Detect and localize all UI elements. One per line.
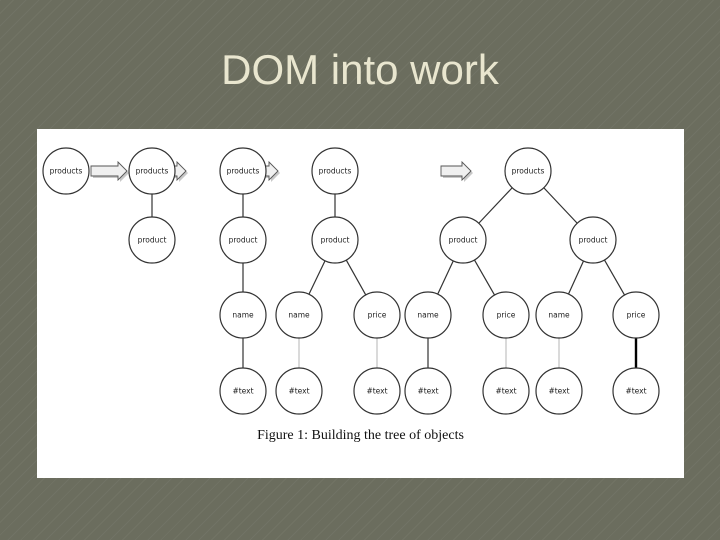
node-label: price [627, 311, 646, 320]
node-label: products [227, 167, 260, 176]
node-label: name [232, 311, 254, 320]
node-label: #text [288, 387, 309, 396]
node-label: name [417, 311, 439, 320]
nodes-layer: products products product products product na… [42, 147, 660, 415]
tree-node-s5-text4: #text [612, 367, 660, 415]
tree-node-s4-price: price [353, 291, 401, 339]
node-label: products [512, 167, 545, 176]
node-circle [311, 147, 359, 195]
node-circle [353, 291, 401, 339]
tree-node-s5-product1: product [439, 216, 487, 264]
node-circle [535, 291, 583, 339]
node-label: product [449, 236, 478, 245]
tree-node-s5-text1: #text [404, 367, 452, 415]
tree-node-s3-text: #text [219, 367, 267, 415]
dom-tree-diagram: products products product products product na… [42, 147, 660, 415]
node-circle [219, 147, 267, 195]
slide-title: DOM into work [221, 46, 499, 93]
node-label: name [548, 311, 570, 320]
node-circle [128, 147, 176, 195]
node-label: #text [625, 387, 646, 396]
tree-edge [478, 187, 513, 224]
node-circle [404, 291, 452, 339]
node-circle [128, 216, 176, 264]
node-label: #text [495, 387, 516, 396]
tree-edge [567, 260, 585, 295]
node-circle [535, 367, 583, 415]
tree-edge [603, 259, 626, 296]
node-label: #text [232, 387, 253, 396]
dom-tree-figure: products products product products product na… [37, 129, 684, 478]
node-circle [404, 367, 452, 415]
node-label: #text [417, 387, 438, 396]
tree-edge [437, 260, 454, 295]
node-circle [42, 147, 90, 195]
tree-node-s2-product: product [128, 216, 176, 264]
node-circle [504, 147, 552, 195]
node-circle [612, 291, 660, 339]
tree-edge [345, 259, 367, 296]
tree-node-s5-name2: name [535, 291, 583, 339]
node-label: #text [548, 387, 569, 396]
node-circle [219, 291, 267, 339]
node-label: products [136, 167, 169, 176]
node-circle [353, 367, 401, 415]
tree-edge [473, 259, 496, 296]
figure-caption: Figure 1: Building the tree of objects [257, 428, 464, 443]
node-circle [569, 216, 617, 264]
node-label: name [288, 311, 310, 320]
node-label: #text [366, 387, 387, 396]
tree-node-s5-price1: price [482, 291, 530, 339]
tree-edge [308, 260, 326, 295]
node-circle [612, 367, 660, 415]
tree-node-s5-name1: name [404, 291, 452, 339]
node-label: product [229, 236, 258, 245]
node-label: products [319, 167, 352, 176]
node-circle [219, 367, 267, 415]
tree-node-s4-products: products [311, 147, 359, 195]
node-label: price [497, 311, 516, 320]
node-circle [275, 367, 323, 415]
node-circle [482, 291, 530, 339]
node-circle [275, 291, 323, 339]
node-label: product [321, 236, 350, 245]
tree-edge [543, 187, 578, 224]
tree-node-s3-product: product [219, 216, 267, 264]
step-arrow-icon [90, 160, 129, 182]
node-label: product [138, 236, 167, 245]
tree-node-s4-text2: #text [353, 367, 401, 415]
tree-node-s5-product2: product [569, 216, 617, 264]
tree-node-s3-name: name [219, 291, 267, 339]
node-circle [311, 216, 359, 264]
tree-node-s5-text2: #text [482, 367, 530, 415]
node-label: product [579, 236, 608, 245]
node-label: price [368, 311, 387, 320]
tree-node-s5-price2: price [612, 291, 660, 339]
node-label: products [50, 167, 83, 176]
node-circle [482, 367, 530, 415]
tree-node-s5-products: products [504, 147, 552, 195]
tree-node-s2-products: products [128, 147, 176, 195]
tree-node-s5-text3: #text [535, 367, 583, 415]
node-circle [439, 216, 487, 264]
step-arrow-icon [440, 160, 473, 182]
tree-node-s3-products: products [219, 147, 267, 195]
tree-node-s4-product: product [311, 216, 359, 264]
tree-node-s4-name: name [275, 291, 323, 339]
tree-node-s1-products: products [42, 147, 90, 195]
edges-layer [151, 187, 638, 368]
tree-node-s4-text1: #text [275, 367, 323, 415]
node-circle [219, 216, 267, 264]
